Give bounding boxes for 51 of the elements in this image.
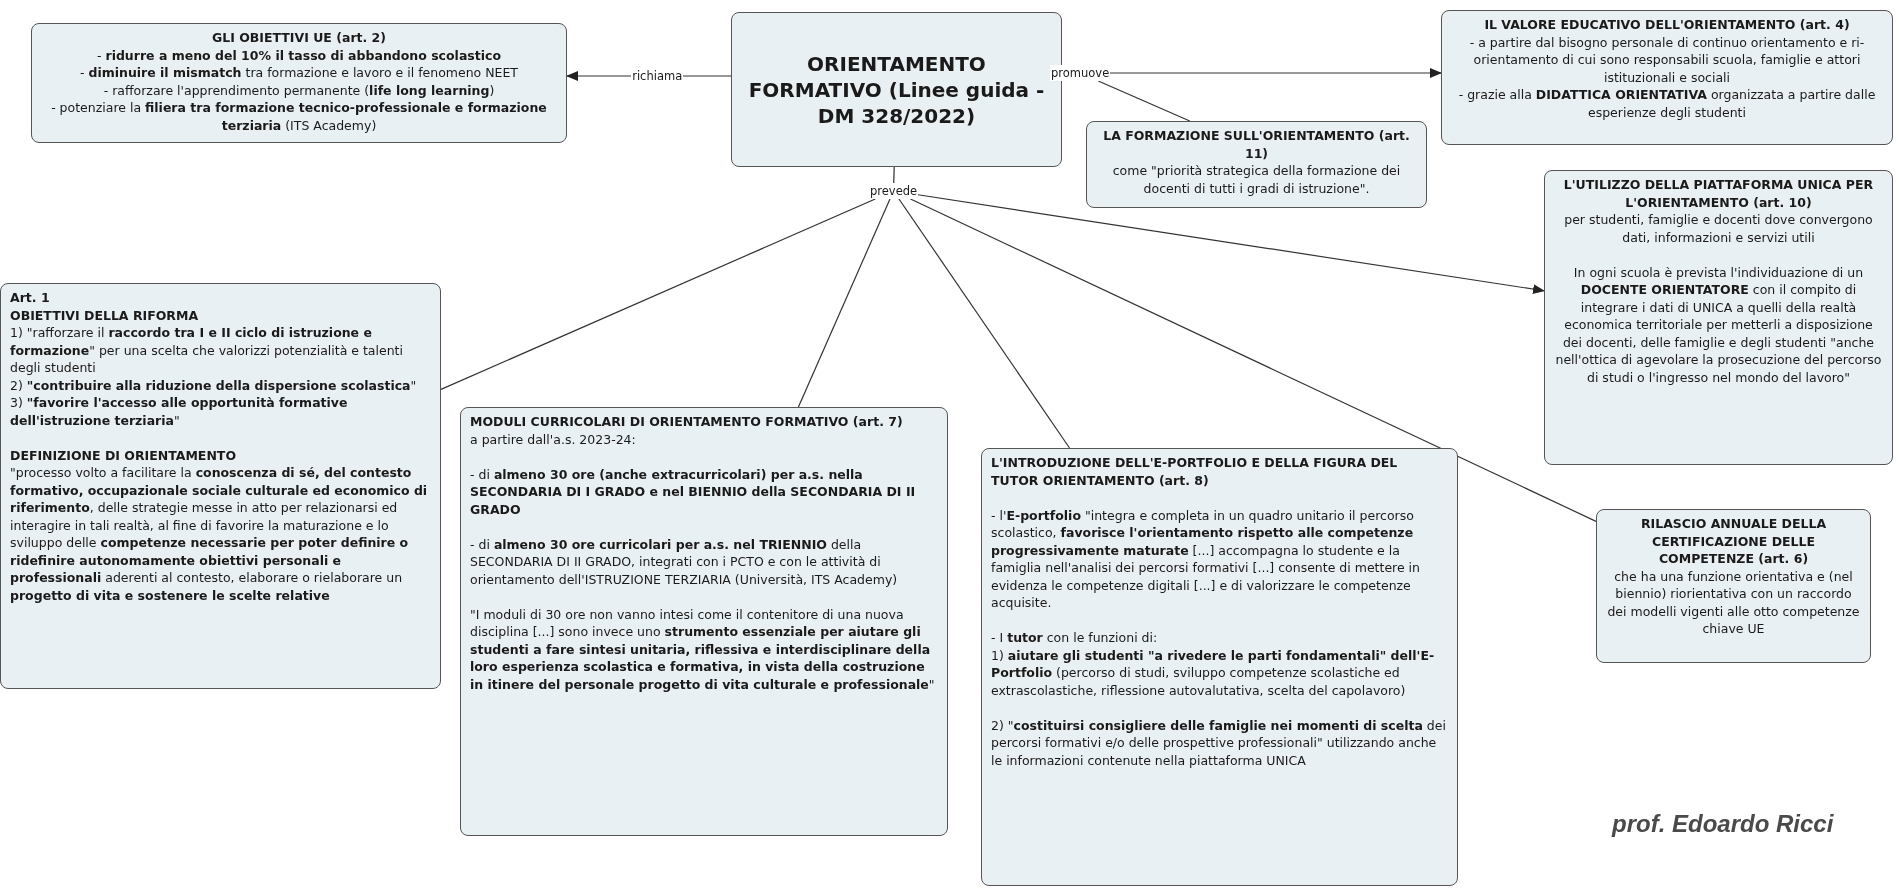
concept-box — [31, 23, 567, 143]
box-text: - potenziare la filiera tra formazione tecnico-professionale e formazione terziaria (ITS Academy) — [50, 99, 548, 134]
connector-line — [1097, 80, 1191, 122]
box-text: - di almeno 30 ore curricolari per a.s. nel TRIENNIO della SECONDARIA DI II GRADO, integrati con i PCTO e con le attività di orientamento dell'ISTRUZIONE TERZIARIA (Università, ITS Academy) — [470, 535, 899, 588]
box-heading: GLI OBIETTIVI UE (art. 2) — [210, 29, 388, 47]
concept-box — [1441, 10, 1893, 145]
author-credit: prof. Edoardo Ricci — [1612, 810, 1834, 838]
box-text: a partire dall'a.s. 2023-24: — [470, 430, 637, 448]
connector-line — [440, 198, 876, 390]
connector-line — [797, 198, 891, 408]
box-text: - l'E-portfolio "integra e completa in un quadro unitario il percorso scolastico, favorisce l'orientamento rispetto alle competenze progressivamente maturate [...] accompagna lo studente e la famiglia nell'analisi dei percorsi formativi [...] consente di mettere in evidenza le competenze digitali [...] e di valorizzare le competenze acquisite. — [991, 506, 1421, 612]
arrow — [917, 194, 1545, 294]
concept-box — [1544, 170, 1893, 465]
box-text: - I tutor con le funzioni di: — [991, 629, 1159, 647]
box-text: 2) "costituirsi consigliere delle famiglie nei momenti di scelta dei percorsi formativi e/o delle prospettive professionali" utilizzando anche le informazioni contenute nella piattaforma UNICA — [991, 716, 1447, 769]
box-text: 3) "favorire l'accesso alle opportunità formative dell'istruzione terziaria" — [10, 394, 349, 429]
central-title: ORIENTAMENTO FORMATIVO (Linee guida - DM 328/2022) — [747, 50, 1046, 129]
box-heading: L'UTILIZZO DELLA PIATTAFORMA UNICA PER L'ORIENTAMENTO (art. 10) — [1562, 176, 1875, 211]
box-text: per studenti, famiglie e docenti dove convergono dati, informazioni e servizi utili — [1563, 211, 1874, 246]
connector-line — [909, 198, 1597, 522]
box-heading: DEFINIZIONE DI ORIENTAMENTO — [10, 446, 237, 464]
box-text: In ogni scuola è prevista l'individuazione di un DOCENTE ORIENTATORE con il compito di integrare i dati di UNICA a quelli della realtà economica territoriale per metterli a disposizione dei docenti, delle famiglie e degli studenti "anche nell'ottica di agevolare la prosecuzione del percorso di studi o l'ingresso nel mondo del lavoro" — [1554, 263, 1883, 386]
box-heading: IL VALORE EDUCATIVO DELL'ORIENTAMENTO (art. 4) — [1483, 16, 1851, 34]
box-heading: RILASCIO ANNUALE DELLA CERTIFICAZIONE DELLE COMPETENZE (art. 6) — [1639, 515, 1828, 568]
box-heading: LA FORMAZIONE SULL'ORIENTAMENTO (art. 11) — [1102, 127, 1411, 162]
box-heading: MODULI CURRICOLARI DI ORIENTAMENTO FORMATIVO (art. 7) — [470, 413, 904, 431]
box-text: - ridurre a meno del 10% il tasso di abbandono scolastico — [96, 46, 502, 64]
box-text: "I moduli di 30 ore non vanno intesi come il contenitore di una nuova disciplina [...] sono invece uno strumento essenziale per aiutare gli studenti a fare sintesi unitaria, riflessiva e interdisciplinare della loro esperienza scolastica e formativa, in vista della costruzione in itinere del personale progetto di vita culturale e professionale" — [470, 605, 936, 693]
connector-line — [898, 198, 1071, 449]
arrow — [1109, 68, 1442, 78]
box-text: che ha una funzione orientativa e (nel biennio) riorientativa con un raccordo dei modelli vigenti alle otto competenze chiave UE — [1606, 567, 1861, 638]
box-text: 2) "contribuire alla riduzione della dispersione scolastica" — [10, 376, 418, 394]
box-text: "processo volto a facilitare la conoscenza di sé, del contesto formativo, occupazionale sociale culturale ed economico di riferimento, delle strategie messe in atto per relazionarsi ed interagire in tali realtà, al fine di favorire la maturazione e lo sviluppo delle competenze necessarie per poter definire o ridefinire autonomamente obiettivi personali e professionali aderenti al contesto, elaborare o rielaborare un progetto di vita e sostenere le scelte relative — [10, 464, 429, 604]
concept-box — [981, 448, 1458, 886]
box-heading: L'INTRODUZIONE DELL'E-PORTFOLIO E DELLA FIGURA DEL TUTOR ORIENTAMENTO (art. 8) — [991, 454, 1399, 489]
box-text: come "priorità strategica della formazione dei docenti di tutti i gradi di istruzione". — [1111, 162, 1402, 197]
box-text: - grazie alla DIDATTICA ORIENTATIVA organizzata a partire dalle esperienze degli studenti — [1457, 86, 1877, 121]
concept-box — [1596, 509, 1871, 663]
box-text: - di almeno 30 ore (anche extracurricolari) per a.s. nella SECONDARIA DI I GRADO e nel BIENNIO della SECONDARIA DI II GRADO — [470, 465, 917, 518]
box-heading: Art. 1 — [10, 289, 51, 307]
box-text: - rafforzare l'apprendimento permanente (life long learning) — [102, 81, 496, 99]
box-text: 1) aiutare gli studenti "a rivedere le parti fondamentali" dell'E-Portfolio (percorso di studi, sviluppo competenze scolastiche ed extrascolastiche, riflessione autovalutativa, scelta del capolavoro) — [991, 646, 1436, 699]
concept-box — [460, 407, 948, 836]
box-heading: OBIETTIVI DELLA RIFORMA — [10, 306, 200, 324]
concept-box — [1086, 121, 1427, 208]
link-phrase: prevede — [869, 183, 919, 199]
concept-box — [0, 283, 441, 689]
link-phrase: promuove — [1050, 65, 1111, 81]
box-text: 1) "rafforzare il raccordo tra I e II ciclo di istruzione e formazione" per una scelta che valorizzi potenzialità e talenti degli studenti — [10, 324, 404, 377]
box-text: - diminuire il mismatch tra formazione e lavoro e il fenomeno NEET — [79, 64, 519, 82]
connector-line — [893, 166, 895, 184]
